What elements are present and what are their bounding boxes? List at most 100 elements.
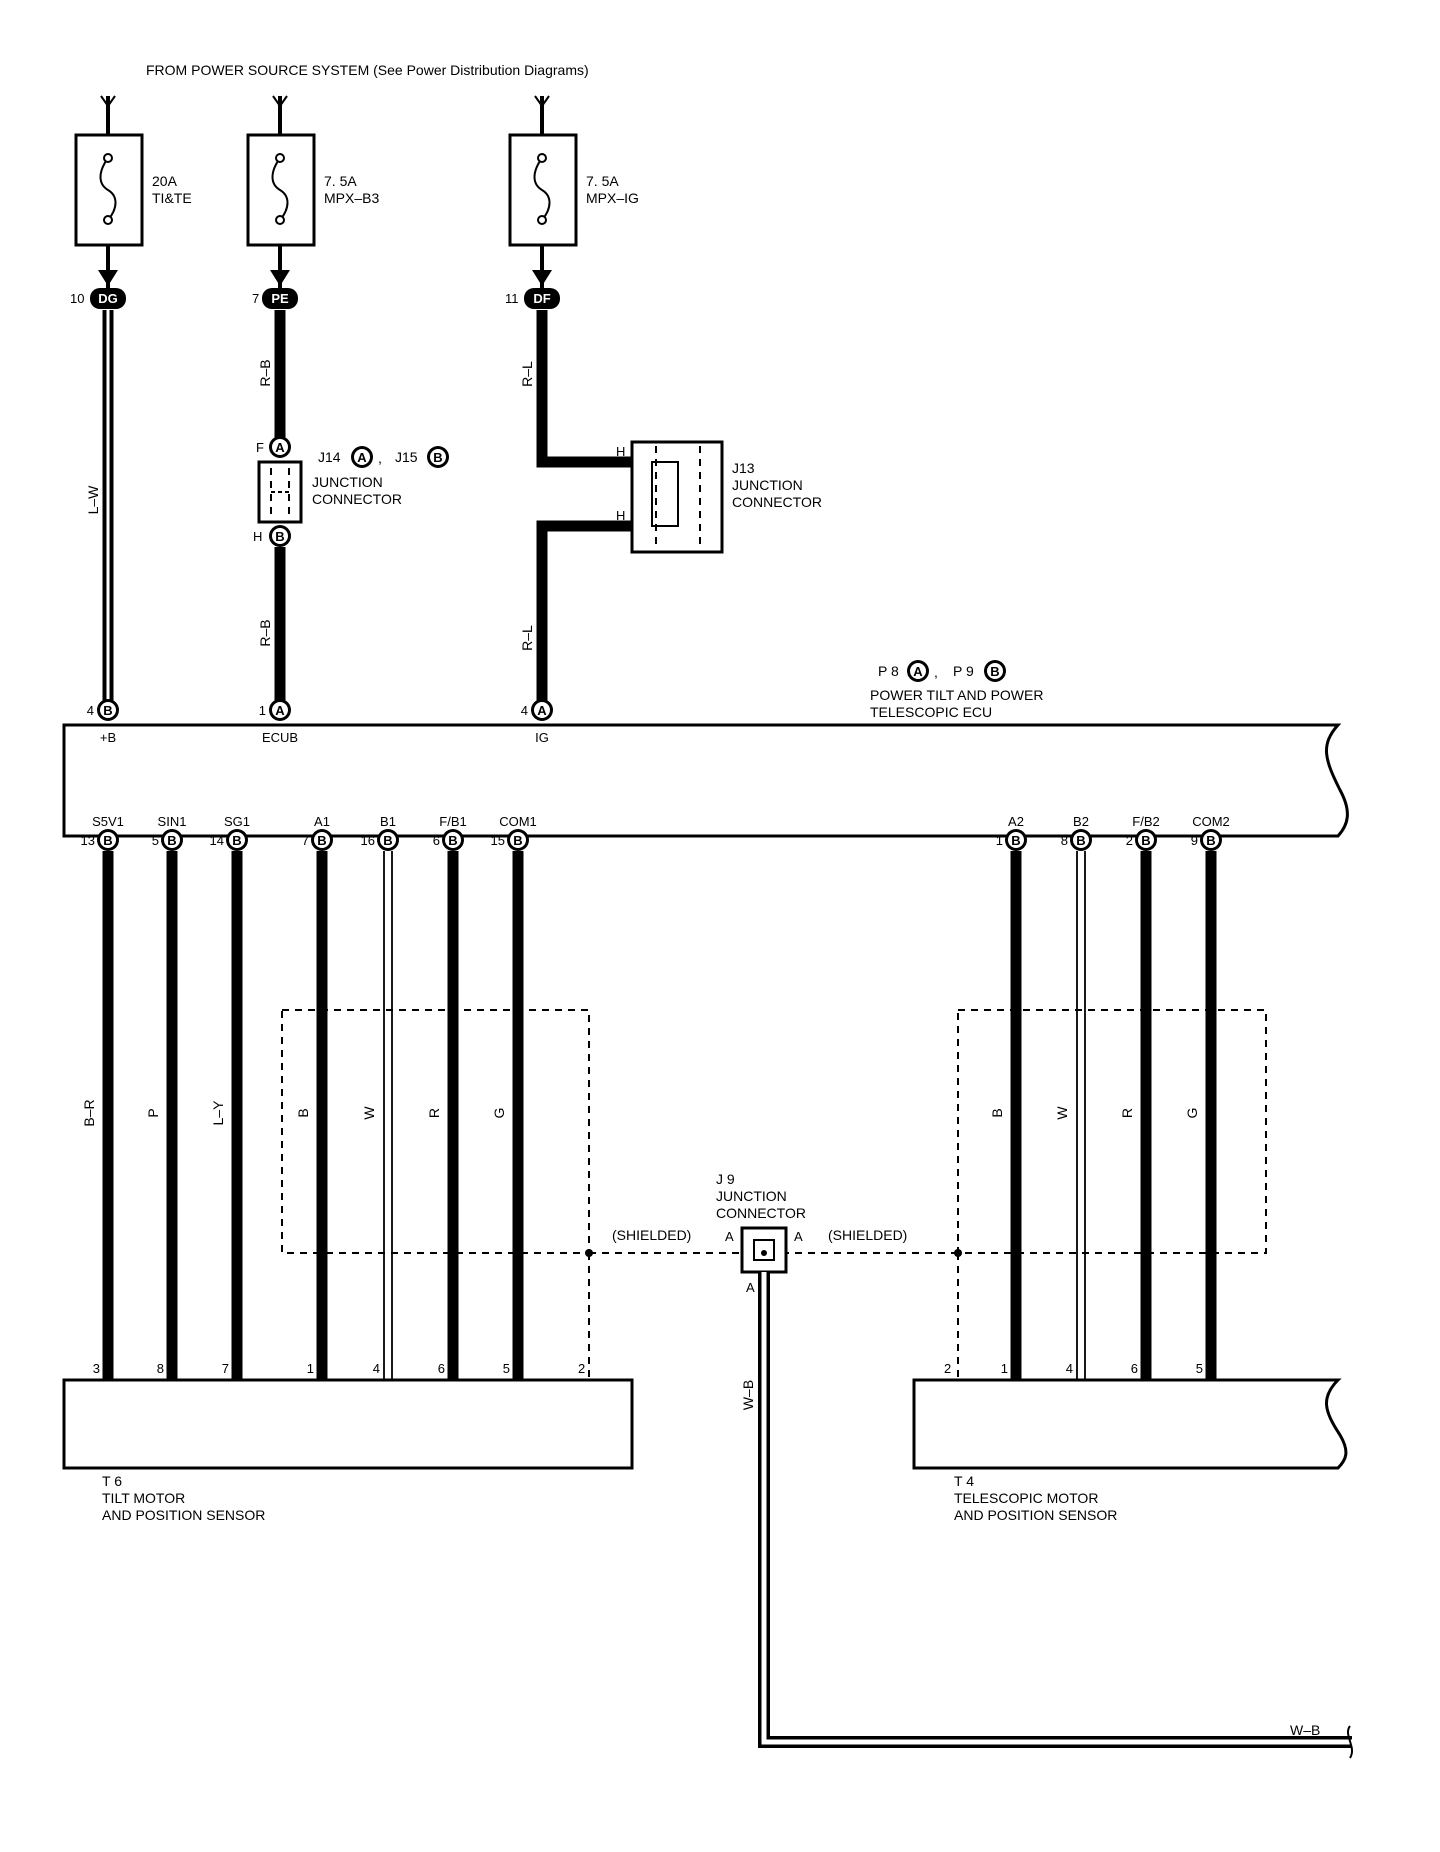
- signal-wire: G5: [491, 851, 524, 1380]
- wire-color-label: R–B: [257, 359, 273, 386]
- pin-number: 1: [996, 833, 1003, 848]
- junction-connector-j13: H H J13 JUNCTION CONNECTOR: [616, 440, 822, 554]
- junction-code: J15: [395, 449, 418, 465]
- power-source-note: FROM POWER SOURCE SYSTEM (See Power Dist…: [146, 62, 589, 78]
- pin-name: SG1: [224, 814, 250, 829]
- pin-top: F: [256, 440, 264, 455]
- connector-code: DG: [98, 291, 118, 306]
- ecu-title-line2: TELESCOPIC ECU: [870, 704, 992, 720]
- pin-name: IG: [535, 730, 549, 745]
- connector-letter: A: [275, 703, 285, 718]
- pin-name: F/B1: [439, 814, 466, 829]
- wire-color-label: P: [145, 1108, 161, 1117]
- pin-number: 1: [259, 703, 266, 718]
- shield-right: (SHIELDED): [782, 1009, 1267, 1378]
- connector-letter: B: [1141, 833, 1150, 848]
- shielded-label: (SHIELDED): [612, 1227, 691, 1243]
- pin-lower: H: [616, 508, 625, 523]
- sensor-pin-number: 3: [93, 1361, 100, 1376]
- connector-dg: 10 DG: [70, 288, 126, 309]
- shield-left: (SHIELDED): [281, 1009, 742, 1378]
- sensor-line2: AND POSITION SENSOR: [954, 1507, 1117, 1523]
- junction-line2: CONNECTOR: [716, 1205, 806, 1221]
- pin-number: 13: [81, 833, 95, 848]
- shielded-label: (SHIELDED): [828, 1227, 907, 1243]
- connector-letter: A: [357, 450, 367, 465]
- wire-color-label: G: [1184, 1108, 1200, 1119]
- connector-pin-circle: B: [97, 829, 119, 851]
- connector-letter: B: [433, 450, 442, 465]
- wire-color-label: R–L: [519, 361, 535, 387]
- connector-pin-circle: B: [161, 829, 183, 851]
- pin-name: F/B2: [1132, 814, 1159, 829]
- pin-name: +B: [100, 730, 116, 745]
- fuse-name: MPX–IG: [586, 190, 639, 206]
- wire-color-label: G: [491, 1108, 507, 1119]
- pin-number: 8: [1061, 833, 1068, 848]
- pin-right: A: [794, 1229, 803, 1244]
- connector-code: PE: [271, 291, 289, 306]
- pin-number: 5: [152, 833, 159, 848]
- sensor-pin-number: 5: [503, 1361, 510, 1376]
- signal-wire: B1: [295, 851, 328, 1380]
- connector-code: DF: [533, 291, 550, 306]
- wire-color-label: B: [989, 1108, 1005, 1117]
- connector-pin-circle: B: [442, 829, 464, 851]
- signal-wire: R6: [1119, 851, 1152, 1380]
- signal-wire: L–Y7: [210, 851, 243, 1380]
- shield-pin: 2: [944, 1361, 951, 1376]
- connector-pin-circle: A: [531, 699, 553, 721]
- connector-pin-circle: B: [226, 829, 248, 851]
- pin-name: SIN1: [158, 814, 187, 829]
- wire-r-b-lower: R–B: [257, 547, 286, 702]
- connector-pin-circle: B: [1005, 829, 1027, 851]
- pin-name: S5V1: [92, 814, 124, 829]
- fuse-name: TI&TE: [152, 190, 192, 206]
- wire-color-label: W: [1054, 1106, 1070, 1120]
- svg-text:,: ,: [378, 450, 382, 466]
- connector-df: 11 DF: [505, 288, 560, 309]
- signal-wire: W4: [361, 851, 393, 1380]
- pin-name: B1: [380, 814, 396, 829]
- signal-wire: G5: [1184, 851, 1217, 1380]
- fuse-mpx-b3: 7. 5A MPX–B3: [246, 95, 379, 298]
- wire-color-label: W–B: [740, 1380, 756, 1410]
- pin-upper: H: [616, 444, 625, 459]
- connector-pin-circle: B: [1135, 829, 1157, 851]
- connector-letter: B: [1206, 833, 1215, 848]
- wire-color-label: B–R: [81, 1099, 97, 1126]
- junction-code: J14: [318, 449, 341, 465]
- wire-r-l: R–L R–L: [519, 310, 632, 702]
- pin-number: 9: [1191, 833, 1198, 848]
- ecu-box: [62, 723, 1349, 838]
- wire-color-label: W–B: [1290, 1722, 1320, 1738]
- junction-code: J 9: [716, 1171, 735, 1187]
- wire-color-label: B: [295, 1108, 311, 1117]
- connector-pe: 7 PE: [252, 288, 298, 309]
- signal-wire: B–R 3: [81, 851, 114, 1380]
- pin-name: COM2: [1192, 814, 1230, 829]
- pin-bottom: A: [746, 1280, 755, 1295]
- connector-letter: B: [103, 833, 112, 848]
- fuse-amp: 20A: [152, 173, 178, 189]
- sensor-pin-number: 1: [1001, 1361, 1008, 1376]
- pin-number: 14: [210, 833, 224, 848]
- wire-l-w: L–W: [85, 310, 114, 702]
- connector-pin-circle: B: [97, 699, 119, 721]
- ecu-top-pin: B4+B: [87, 699, 119, 745]
- sensor-pin-number: 4: [1066, 1361, 1073, 1376]
- connector-letter: B: [232, 833, 241, 848]
- pin-number: 7: [252, 291, 259, 306]
- sensor-code: T 6: [102, 1473, 122, 1489]
- connector-pin-circle: B: [1070, 829, 1092, 851]
- junction-code: J13: [732, 460, 755, 476]
- sensor-pin-number: 5: [1196, 1361, 1203, 1376]
